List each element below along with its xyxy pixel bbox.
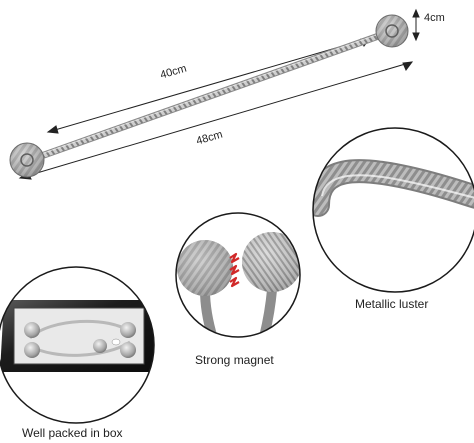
caption-strong-magnet: Strong magnet — [195, 353, 274, 367]
dimension-arrow-4cm — [412, 8, 420, 42]
detail-metallic — [312, 127, 474, 293]
gift-box — [0, 300, 154, 372]
magnet-attraction-icon — [229, 252, 240, 288]
dimension-arrow-40cm — [46, 37, 372, 134]
detail-magnet — [175, 212, 301, 338]
tieback-rod — [9, 8, 420, 180]
magnet-ball-left — [9, 142, 45, 178]
brand-logo-icon — [111, 338, 121, 346]
detail-box — [0, 266, 155, 424]
dimension-label-4cm: 4cm — [424, 12, 445, 24]
caption-packed-in-box: Well packed in box — [22, 426, 123, 440]
caption-metallic-luster: Metallic luster — [355, 297, 429, 311]
magnet-ball-right — [375, 14, 409, 48]
